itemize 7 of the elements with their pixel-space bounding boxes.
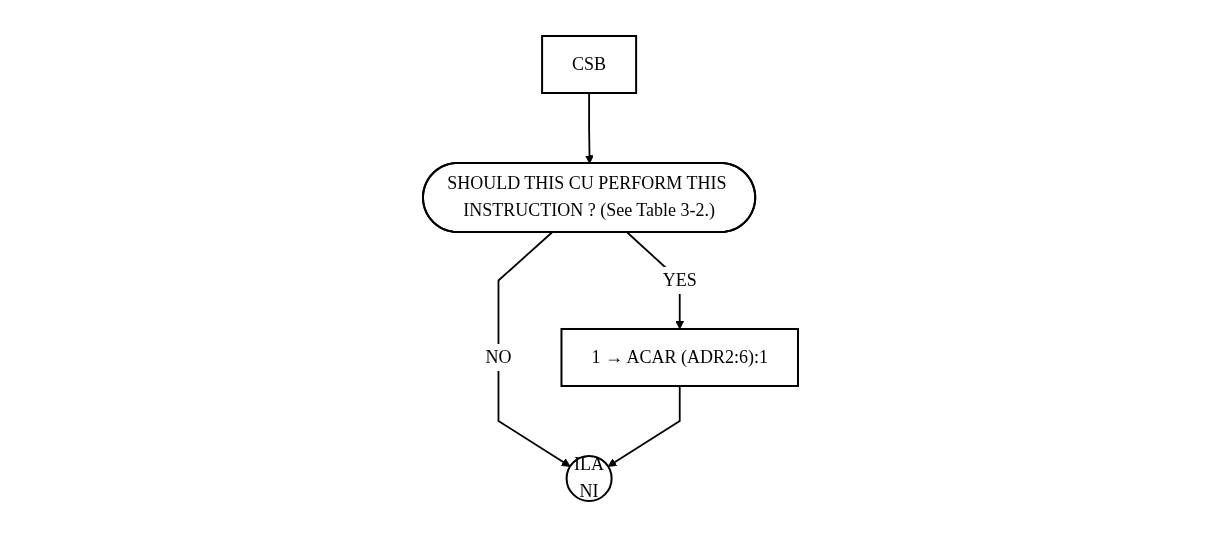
edge-label: YES xyxy=(662,269,697,290)
arrow xyxy=(607,384,681,467)
arrow xyxy=(585,91,594,164)
node-box: 1 → ACAR (ADR2:6):1 xyxy=(560,327,799,387)
edge-label: NO xyxy=(485,346,512,367)
arrow xyxy=(497,231,571,467)
node-box: CSB xyxy=(541,34,638,94)
